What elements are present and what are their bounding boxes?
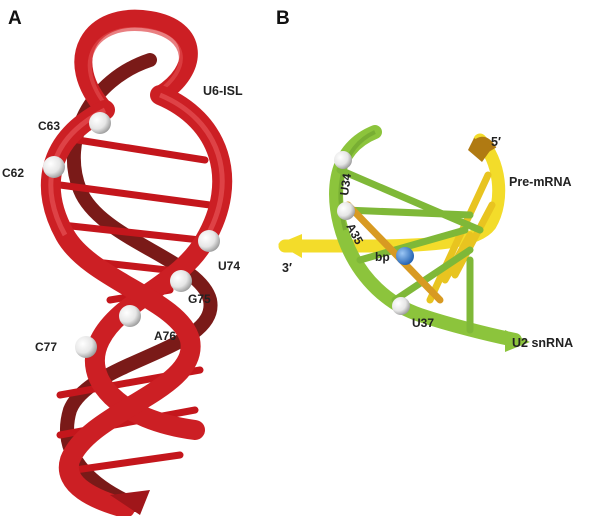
atom-c62 bbox=[43, 156, 65, 178]
panel-b-label: B bbox=[276, 8, 290, 29]
pre-mrna-label: Pre-mRNA bbox=[509, 175, 572, 189]
bp-label: bp bbox=[375, 250, 390, 264]
u6-isl-helix bbox=[40, 9, 233, 516]
three-prime-end: 3′ bbox=[282, 261, 292, 275]
u2-snrna-label: U2 snRNA bbox=[512, 336, 573, 350]
residue-u74: U74 bbox=[218, 259, 240, 273]
atom-a76 bbox=[119, 305, 141, 327]
atom-a35 bbox=[337, 202, 355, 220]
atom-c63 bbox=[89, 112, 111, 134]
branch-point-sphere bbox=[396, 247, 414, 265]
panel-a: A bbox=[2, 8, 243, 516]
residue-c63: C63 bbox=[38, 119, 60, 133]
atom-u37 bbox=[392, 297, 410, 315]
atom-g75 bbox=[170, 270, 192, 292]
u6-isl-label: U6-ISL bbox=[203, 84, 243, 98]
five-prime-end: 5′ bbox=[491, 135, 501, 149]
residue-u34: U34 bbox=[337, 172, 354, 196]
atom-u74 bbox=[198, 230, 220, 252]
pre-mrna-strand bbox=[278, 133, 506, 304]
panel-a-label: A bbox=[8, 8, 22, 29]
atom-u34 bbox=[334, 151, 352, 169]
u2-snrna-strand bbox=[329, 125, 530, 352]
residue-u37: U37 bbox=[412, 316, 434, 330]
atom-c77 bbox=[75, 336, 97, 358]
residue-g75: G75 bbox=[188, 292, 211, 306]
residue-c77: C77 bbox=[35, 340, 57, 354]
residue-c62: C62 bbox=[2, 166, 24, 180]
panel-b: B bbox=[276, 8, 573, 352]
residue-a76: A76 bbox=[154, 329, 176, 343]
